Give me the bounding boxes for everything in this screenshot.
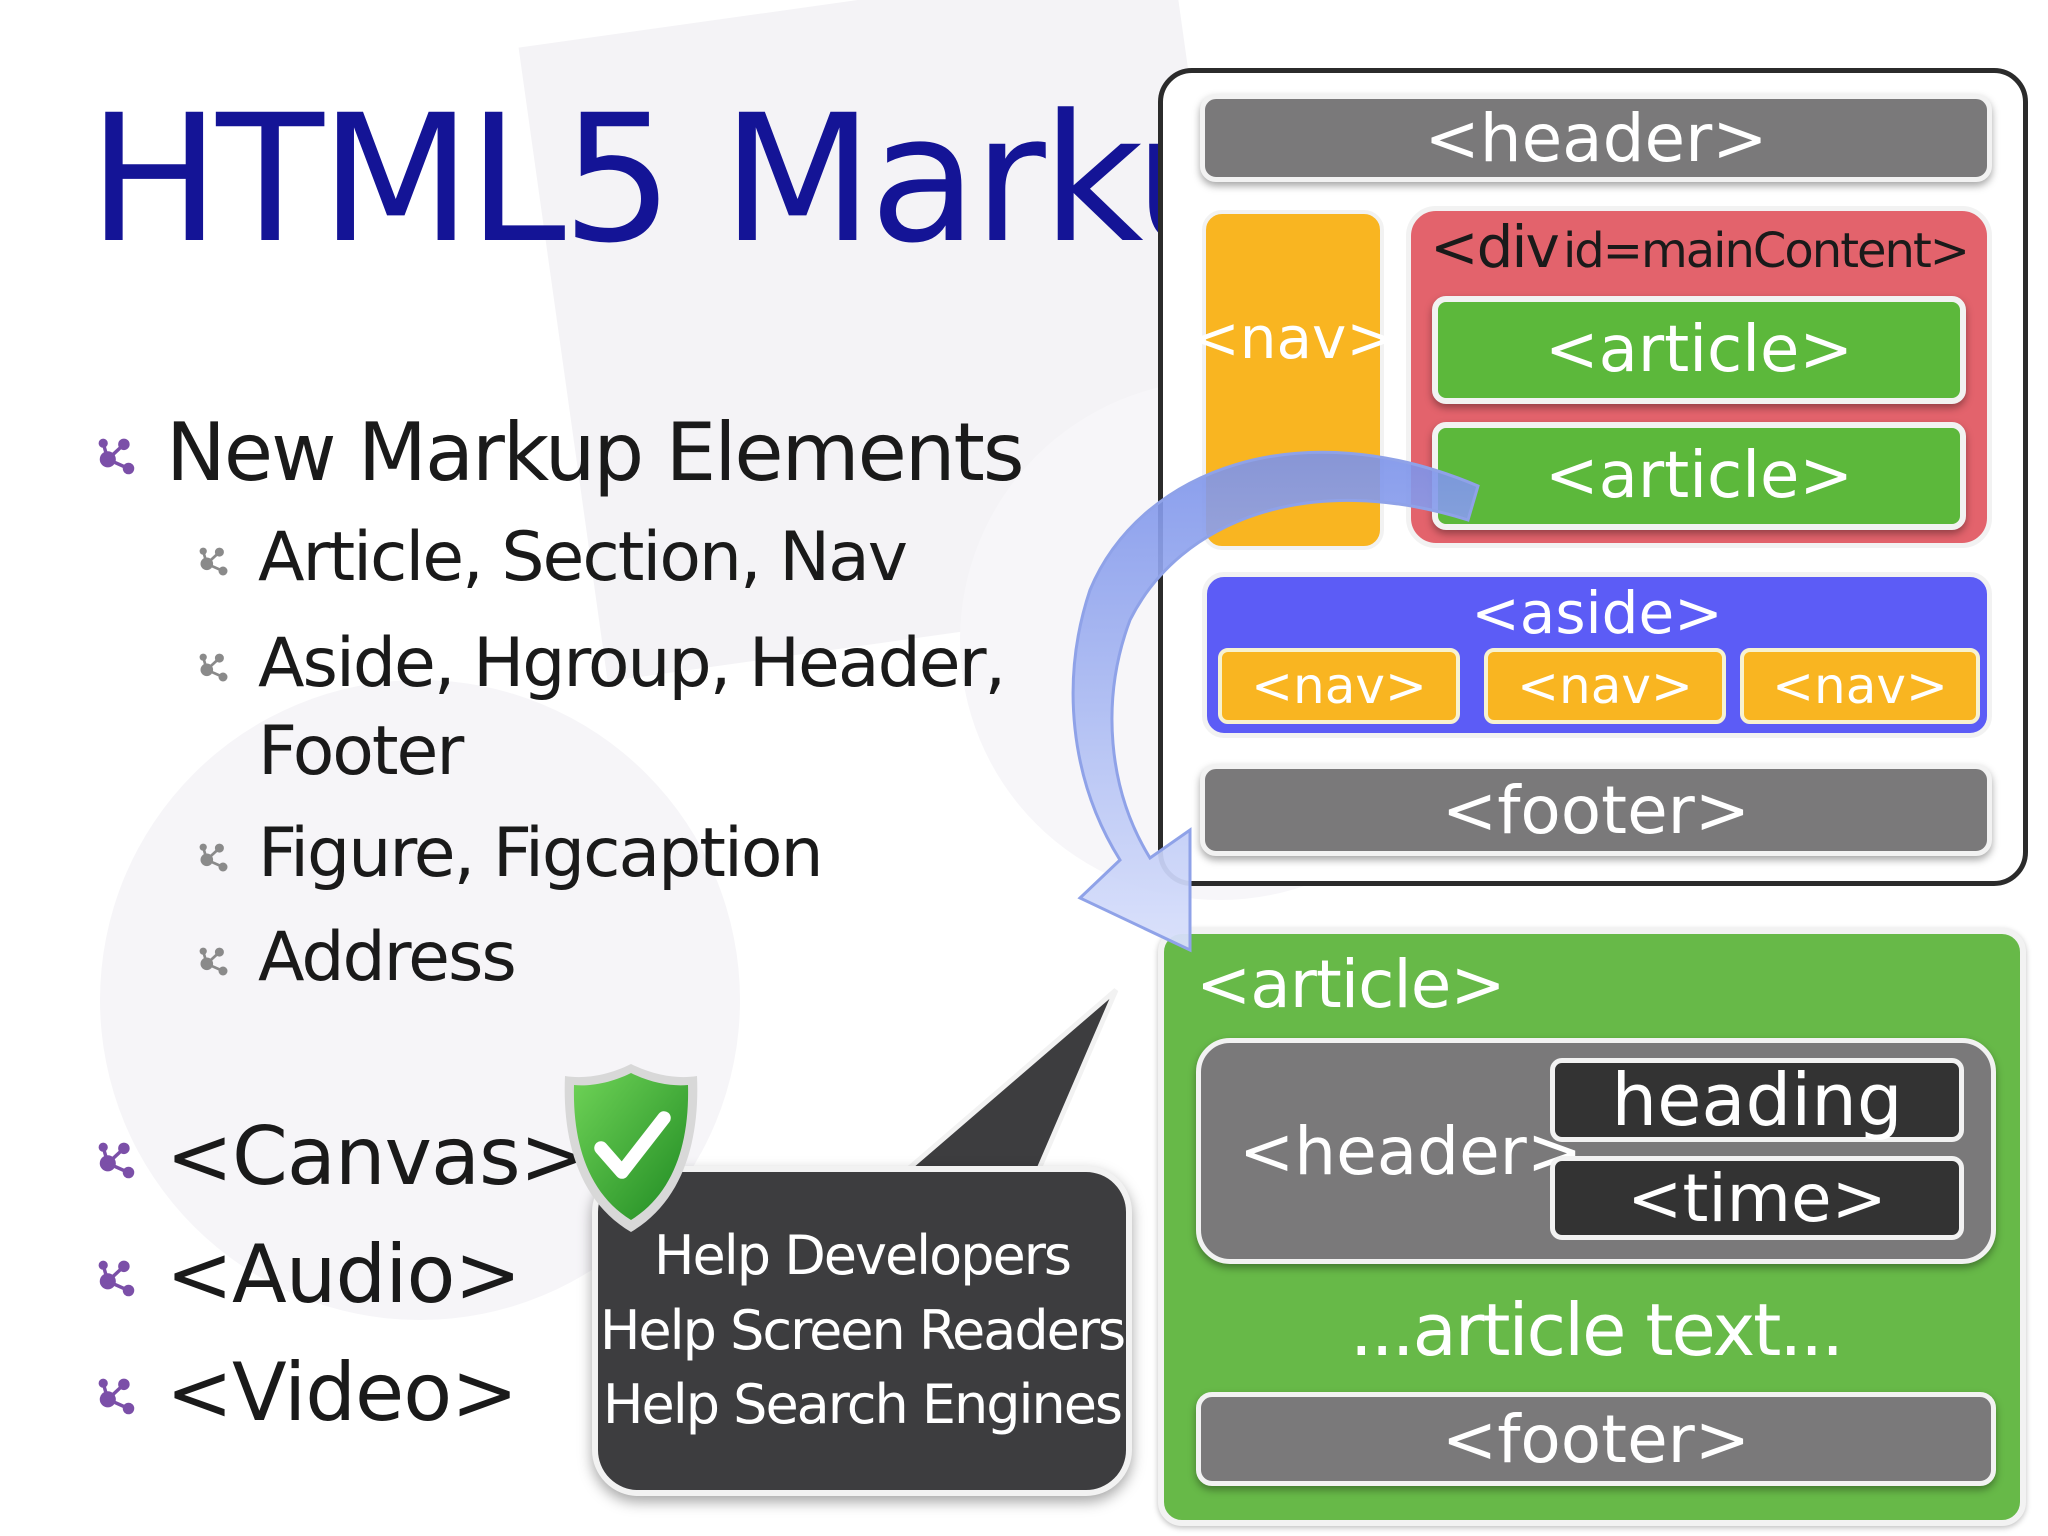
layout-article-box-1: <article>	[1432, 296, 1966, 404]
bullet-audio: <Audio>	[94, 1228, 521, 1321]
layout-article-box-2: <article>	[1432, 422, 1966, 530]
bullet-label: Address	[258, 918, 517, 997]
layout-header-label: <header>	[1424, 99, 1768, 177]
bullet-label: <Canvas>	[166, 1110, 587, 1203]
sub-bullet-aside-hgroup-header: Aside, Hgroup, Header,	[196, 624, 1006, 703]
bullet-label: Article, Section, Nav	[258, 518, 908, 597]
layout-footer-label: <footer>	[1441, 771, 1751, 849]
slide-title: HTML5 Markup	[88, 77, 1354, 282]
sub-bullet-footer: Footer	[258, 712, 464, 791]
bullet-molecule-icon	[196, 814, 232, 893]
bullet-new-markup-elements: New Markup Elements	[94, 406, 1025, 499]
bullet-canvas: <Canvas>	[94, 1110, 587, 1203]
aside-nav-box-1: <nav>	[1218, 648, 1460, 724]
article-detail-label: <article>	[1196, 946, 1506, 1023]
aside-nav-label: <nav>	[1251, 657, 1427, 715]
callout-line: Help Developers	[653, 1224, 1072, 1288]
article-heading-box: heading	[1550, 1058, 1964, 1142]
layout-article-label: <article>	[1545, 439, 1853, 513]
bullet-molecule-icon	[94, 406, 140, 499]
bullet-label: <Audio>	[166, 1228, 521, 1321]
sub-bullet-address: Address	[196, 918, 517, 997]
sub-bullet-figure-figcaption: Figure, Figcaption	[196, 814, 824, 893]
article-header-label: <header>	[1239, 1112, 1583, 1190]
callout-bubble: Help Developers Help Screen Readers Help…	[592, 1166, 1132, 1496]
bullet-molecule-icon	[196, 624, 232, 703]
aside-nav-label: <nav>	[1772, 657, 1948, 715]
bullet-video: <Video>	[94, 1346, 518, 1439]
bullet-label: New Markup Elements	[166, 406, 1025, 499]
bullet-label: <Video>	[166, 1346, 518, 1439]
layout-nav-label: <nav>	[1191, 304, 1395, 372]
main-content-attr: id=mainContent>	[1562, 223, 1970, 279]
bullet-label: Footer	[258, 712, 464, 791]
callout-line: Help Search Engines	[602, 1373, 1123, 1437]
aside-nav-box-2: <nav>	[1484, 648, 1726, 724]
layout-footer-box: <footer>	[1200, 764, 1992, 856]
article-time-box: <time>	[1550, 1156, 1964, 1240]
bullet-label: Aside, Hgroup, Header,	[258, 624, 1006, 703]
security-shield-check-icon	[564, 1064, 698, 1232]
sub-bullet-article-section-nav: Article, Section, Nav	[196, 518, 908, 597]
article-footer-label: <footer>	[1441, 1400, 1751, 1478]
bullet-molecule-icon	[94, 1110, 140, 1203]
bullet-molecule-icon	[94, 1228, 140, 1321]
layout-article-label: <article>	[1545, 313, 1853, 387]
callout-line: Help Screen Readers	[599, 1298, 1126, 1362]
bullet-label: Figure, Figcaption	[258, 814, 824, 893]
article-footer-box: <footer>	[1196, 1392, 1996, 1486]
layout-aside-label: <aside>	[1471, 579, 1723, 647]
main-content-tag: <div	[1429, 213, 1560, 281]
aside-nav-box-3: <nav>	[1740, 648, 1980, 724]
article-heading-label: heading	[1611, 1058, 1903, 1142]
bullet-molecule-icon	[196, 518, 232, 597]
layout-header-box: <header>	[1200, 94, 1992, 182]
article-text: ...article text...	[1349, 1288, 1844, 1372]
bullet-molecule-icon	[94, 1346, 140, 1439]
main-content-label: <div id=mainContent>	[1411, 213, 1987, 281]
aside-nav-label: <nav>	[1517, 657, 1693, 715]
article-time-label: <time>	[1627, 1159, 1887, 1237]
bullet-molecule-icon	[196, 918, 232, 997]
